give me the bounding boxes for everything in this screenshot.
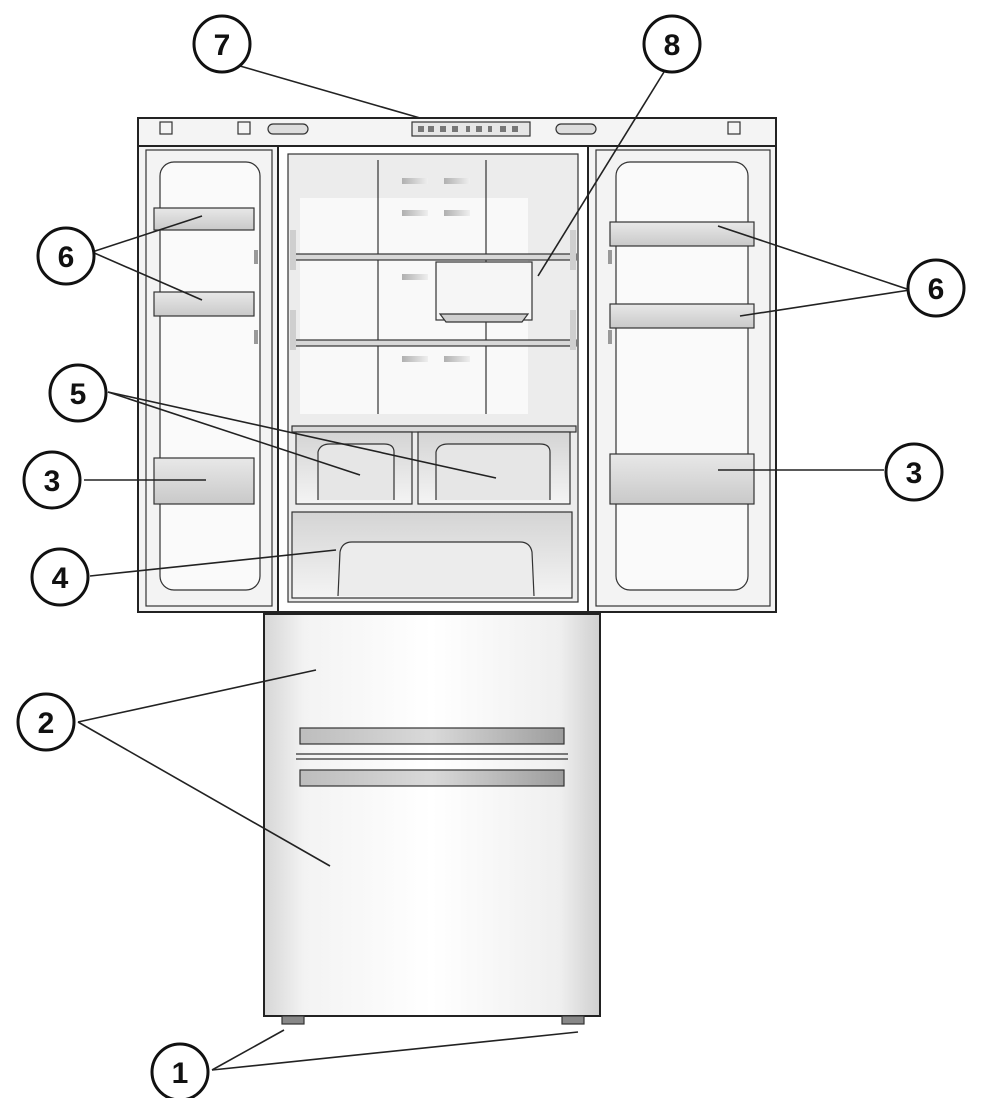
right-door-bin-large (609, 453, 755, 505)
left-door (137, 145, 279, 613)
callout-8: 8 (642, 14, 702, 74)
svg-text:3: 3 (906, 457, 923, 490)
svg-text:2: 2 (38, 707, 55, 740)
shelf-middle (291, 339, 577, 347)
callout-2: 2 (16, 692, 76, 752)
shelf-upper (291, 253, 577, 261)
svg-text:7: 7 (214, 29, 231, 62)
svg-text:8: 8 (664, 29, 681, 62)
freezer-handle-upper (299, 727, 565, 745)
callout-4: 4 (30, 547, 90, 607)
crisper-drawers (295, 431, 571, 505)
svg-text:1: 1 (172, 1057, 189, 1090)
leveling-feet (281, 1015, 585, 1025)
control-panel (411, 121, 531, 137)
callout-1: 1 (150, 1042, 210, 1098)
callout-3-right: 3 (884, 442, 944, 502)
shelf-lower (291, 425, 577, 433)
fridge-interior (277, 145, 589, 613)
callout-6-left: 6 (36, 226, 96, 286)
callout-3-left: 3 (22, 450, 82, 510)
svg-text:6: 6 (58, 241, 75, 274)
svg-text:3: 3 (44, 465, 61, 498)
svg-text:5: 5 (70, 378, 87, 411)
left-door-bin-large (153, 457, 255, 505)
right-door-bin-upper (609, 221, 755, 247)
leader-lines (77, 65, 911, 1071)
right-door (587, 145, 777, 613)
callout-6-right: 6 (906, 258, 966, 318)
svg-text:6: 6 (928, 273, 945, 306)
light-housing (435, 261, 533, 323)
lower-drawer (291, 511, 573, 599)
callout-5: 5 (48, 363, 108, 423)
freezer-body (263, 613, 601, 1017)
left-door-bin-middle (153, 291, 255, 317)
right-door-bin-middle (609, 303, 755, 329)
freezer-handle-lower (299, 769, 565, 787)
left-door-bin-upper (153, 207, 255, 231)
callout-7: 7 (192, 14, 252, 74)
svg-text:4: 4 (52, 562, 69, 595)
